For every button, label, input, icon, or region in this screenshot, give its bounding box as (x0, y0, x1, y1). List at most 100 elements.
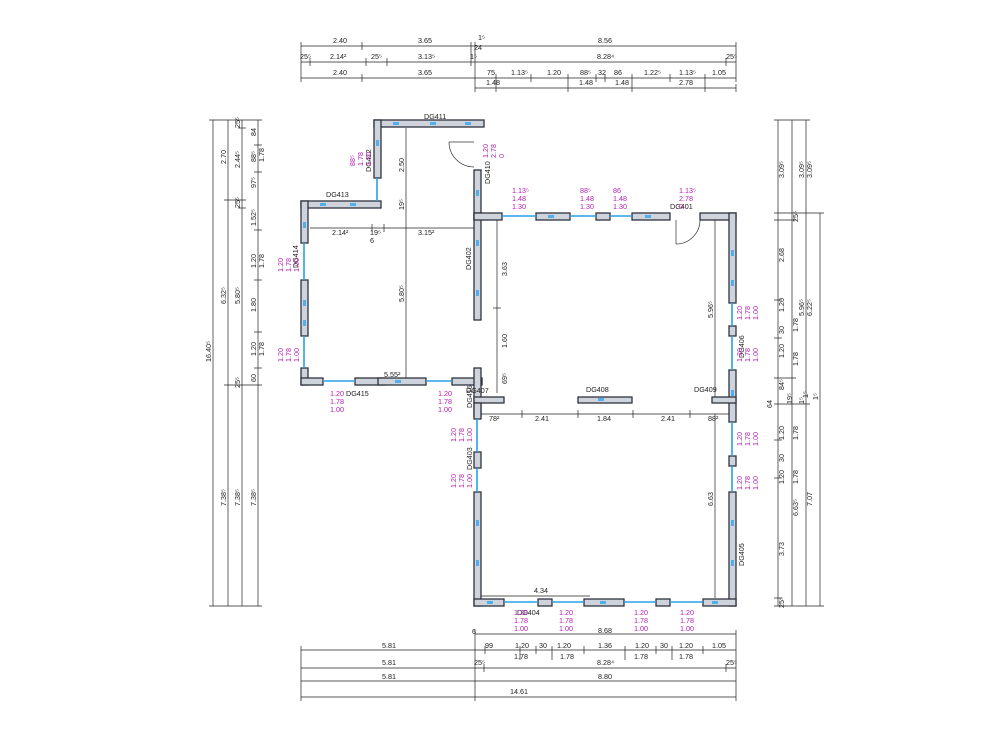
interior-dim: 6 (472, 627, 476, 636)
wall-dg404-d (655, 598, 671, 607)
bottom-dim: 1.78 (514, 652, 528, 661)
top-dim: 1.48 (486, 78, 500, 87)
opening-height: 1.78 (743, 432, 752, 446)
right-dimensions: 3.09⁵ 2.68 1.20 30 1.20 84⁵ 1.20 30 1.20… (765, 119, 824, 608)
wall-dg409-stub (711, 396, 737, 404)
bottom-dim: 1.20 (635, 641, 649, 650)
interior-dim: 2.50 (397, 158, 406, 172)
wall-tag: DG414 (291, 245, 300, 268)
left-dim: 7.38⁵ (219, 489, 228, 506)
left-dim: 60 (249, 374, 258, 382)
right-dim: 5.96⁵ (797, 299, 806, 316)
opening-width: 1.13⁵ (512, 186, 529, 195)
wall-tag: DG409 (694, 385, 717, 394)
opening-label: 1.20 2.78 0 (481, 144, 506, 158)
interior-dim: 6.63 (706, 492, 715, 506)
wall-dg402 (473, 212, 482, 321)
right-dim: 84⁵ (777, 379, 786, 390)
interior-dim: 3.63 (500, 262, 509, 276)
opening-height: 1.78 (634, 616, 648, 625)
bottom-dim: 25⁵ (726, 658, 737, 667)
top-dim: 88⁵ (580, 68, 591, 77)
wall-dg403-mid (473, 451, 482, 469)
top-dim: 2.40 (333, 68, 347, 77)
opening-width: 1.20 (680, 608, 694, 617)
opening-label: 1.20 1.78 1.00 (735, 348, 760, 362)
opening-label: 1.20 1.78 1.00 (276, 348, 301, 362)
interior-dim: 2.41 (535, 414, 549, 423)
left-dim: 25⁵ (233, 197, 242, 208)
opening-height: 2.78 (489, 144, 498, 158)
opening-width: 1.13⁵ (679, 186, 696, 195)
opening-label: 1.20 1.78 1.00 (559, 608, 573, 633)
opening-height: 1.78 (356, 152, 365, 166)
bottom-dim: 1.20 (679, 641, 693, 650)
right-dim: 1.20 (777, 470, 786, 484)
doors (448, 141, 701, 245)
wall-dg405-a (728, 455, 737, 467)
wall-dg403-bottom (473, 491, 482, 607)
top-dim: 2.78 (679, 78, 693, 87)
opening-label: 1.20 1.78 1.00 (330, 389, 344, 414)
bottom-dim: 8.80 (598, 672, 612, 681)
window-openings (303, 178, 733, 603)
wall-dg407 (473, 396, 505, 404)
left-dim: 1.78 (257, 254, 266, 268)
interior-dim: 2.41 (661, 414, 675, 423)
top-dimensions: 2.40 3.65 1⁵ 24 8.56 25⁵ 2.14² 25⁵ 3.13⁵… (300, 33, 737, 92)
wall-dg404-b (537, 598, 553, 607)
left-dim: 1.20 (249, 342, 258, 356)
right-dim: 1⁵ (801, 391, 810, 398)
left-dim: 1.80 (249, 298, 258, 312)
opening-height: 1.78 (743, 476, 752, 490)
right-dim: 1.78 (791, 318, 800, 332)
opening-label: 1.20 1.78 1.00 (449, 428, 474, 442)
top-dim: 1.13⁵ (679, 68, 696, 77)
right-dim: 1.20 (777, 344, 786, 358)
top-dim: 32 (598, 68, 606, 77)
bottom-dim: 8.68 (598, 626, 612, 635)
opening-height: 1.78 (284, 258, 293, 272)
right-dim: 6.63⁵ (791, 499, 800, 516)
opening-label: 86 1.48 1.30 (613, 186, 627, 211)
top-dim: 75 (487, 68, 495, 77)
left-dim: 25⁵ (233, 377, 242, 388)
interior-dimensions: 2.50 19⁵ 2.14² 19⁵ 3.15² 6 5.80⁵ 3.63 1.… (310, 128, 736, 636)
opening-label: 1.13⁵ 2.78 0 (679, 186, 696, 211)
opening-sill: 1.00 (751, 476, 760, 490)
left-dim: 1.52⁵ (249, 209, 258, 226)
interior-dim: 6 (370, 236, 374, 245)
opening-width: 1.20 (449, 428, 458, 442)
opening-width: 1.20 (735, 348, 744, 362)
right-dim: 7.07 (805, 492, 814, 506)
opening-width: 1.20 (438, 389, 452, 398)
wall-tag: DG408 (586, 385, 609, 394)
bottom-dim: 30 (660, 641, 668, 650)
top-dim: 1.05 (712, 68, 726, 77)
left-dim: 2.70 (219, 150, 228, 164)
left-dim: 1.78 (257, 148, 266, 162)
opening-label: 1.20 1.78 1.00 (514, 608, 528, 633)
bottom-dim: 1.20 (557, 641, 571, 650)
opening-label: 1.13⁵ 1.48 1.30 (512, 186, 529, 211)
top-dim: 24 (474, 43, 482, 52)
wall-tag: DG406 (737, 335, 746, 358)
top-dim: 3.13⁵ (418, 52, 435, 61)
opening-height: 1.78 (743, 348, 752, 362)
opening-sill: 0 (679, 202, 683, 211)
opening-label: 1.20 1.78 1.00 (634, 608, 648, 633)
opening-label: 1.20 1.78 1.00 (449, 474, 474, 488)
opening-sill: 1.30 (512, 202, 526, 211)
wall-dg415-a (300, 377, 324, 386)
left-dim: 1.78 (257, 342, 266, 356)
bottom-dim: 1.78 (634, 652, 648, 661)
bottom-dim: 1.78 (560, 652, 574, 661)
opening-height: 1.48 (512, 194, 526, 203)
opening-height: 1.78 (457, 428, 466, 442)
opening-sill: 1.00 (330, 405, 344, 414)
opening-width: 1.20 (559, 608, 573, 617)
bottom-dim: 1.78 (679, 652, 693, 661)
right-dim: 2.68 (777, 248, 786, 262)
bottom-dimensions: 4.34 8.68 5.81 99 1.20 30 1.20 1.36 1.20… (300, 586, 737, 701)
opening-height: 1.78 (438, 397, 452, 406)
